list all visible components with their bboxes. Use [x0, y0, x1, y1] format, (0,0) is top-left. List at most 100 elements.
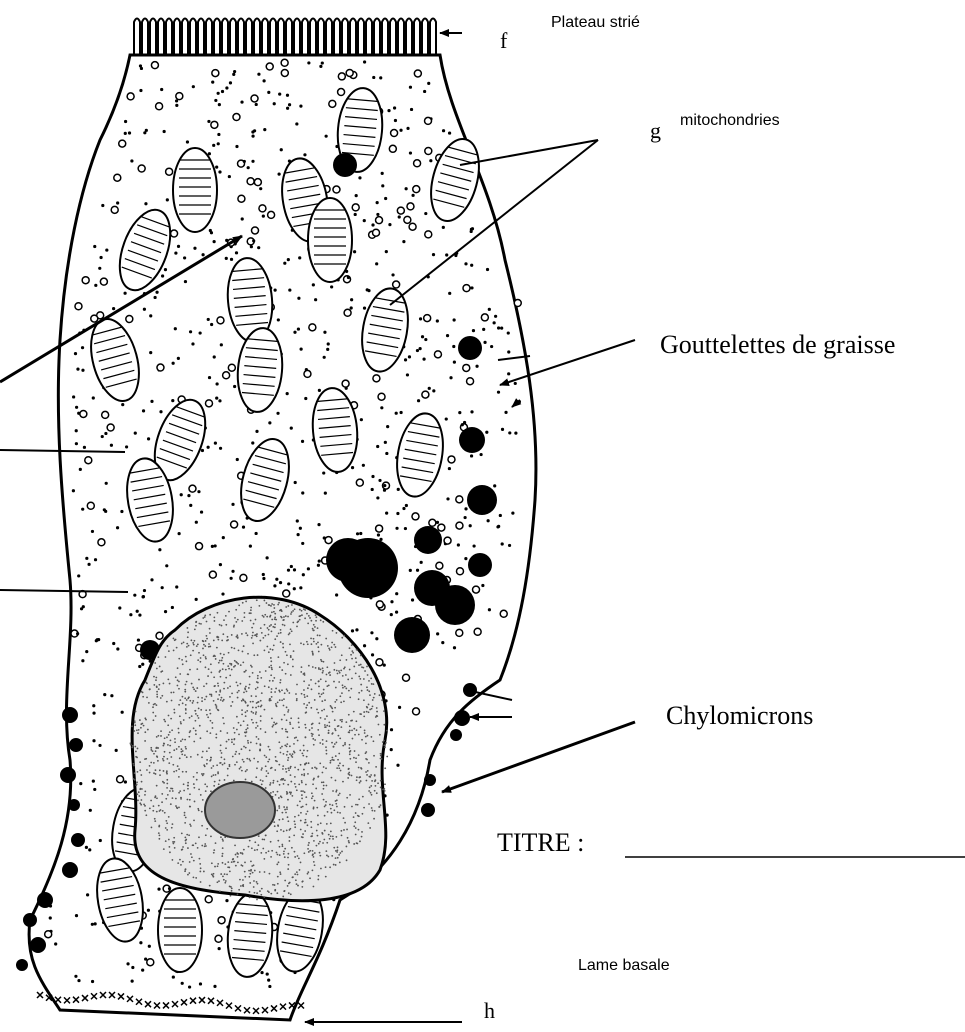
chromatin-dot — [282, 765, 284, 767]
chromatin-dot — [227, 861, 229, 863]
vesicle — [356, 479, 363, 486]
chromatin-dot — [218, 662, 220, 664]
granule — [391, 273, 394, 276]
chromatin-dot — [205, 656, 207, 658]
granule — [251, 130, 254, 133]
chromatin-dot — [339, 695, 341, 697]
chromatin-dot — [181, 849, 183, 851]
chromatin-dot — [230, 705, 232, 707]
chromatin-dot — [242, 651, 244, 653]
chromatin-dot — [328, 730, 330, 732]
chromatin-dot — [290, 781, 292, 783]
chromatin-dot — [325, 866, 327, 868]
chromatin-dot — [237, 685, 239, 687]
chromatin-dot — [368, 680, 370, 682]
chromatin-dot — [289, 840, 291, 842]
chromatin-dot — [187, 788, 189, 790]
vesicle — [413, 708, 420, 715]
granule — [288, 103, 291, 106]
granule — [363, 644, 366, 647]
microvillus — [150, 19, 156, 58]
granule — [390, 613, 393, 616]
chromatin-dot — [303, 689, 305, 691]
chromatin-dot — [371, 794, 373, 796]
chromatin-dot — [282, 643, 284, 645]
granule — [110, 444, 113, 447]
chromatin-dot — [302, 755, 304, 757]
chromatin-dot — [234, 753, 236, 755]
chromatin-dot — [355, 761, 357, 763]
chromatin-dot — [318, 693, 320, 695]
chromatin-dot — [155, 677, 157, 679]
chromatin-dot — [243, 616, 245, 618]
chromatin-dot — [337, 849, 339, 851]
chromatin-dot — [257, 883, 259, 885]
granule — [174, 252, 177, 255]
chromatin-dot — [373, 818, 375, 820]
granule — [118, 606, 121, 609]
chromatin-dot — [205, 790, 207, 792]
chromatin-dot — [330, 808, 332, 810]
granule — [92, 711, 95, 714]
chromatin-dot — [193, 819, 195, 821]
chromatin-dot — [134, 722, 136, 724]
chromatin-dot — [202, 648, 204, 650]
chromatin-dot — [246, 758, 248, 760]
chromatin-dot — [227, 639, 229, 641]
chromatin-dot — [214, 781, 216, 783]
granule — [87, 563, 90, 566]
chromatin-dot — [338, 765, 340, 767]
chromatin-dot — [366, 774, 368, 776]
chromatin-dot — [224, 873, 226, 875]
chromatin-dot — [137, 732, 139, 734]
chromatin-dot — [382, 741, 384, 743]
chromatin-dot — [184, 691, 186, 693]
chromatin-dot — [249, 840, 251, 842]
granule — [376, 213, 379, 216]
chromatin-dot — [273, 644, 275, 646]
chromatin-dot — [169, 683, 171, 685]
microvillus — [270, 19, 276, 58]
vesicle — [391, 130, 398, 137]
granule — [116, 526, 119, 529]
chromatin-dot — [206, 638, 208, 640]
vesicle — [429, 519, 436, 526]
granule — [493, 484, 496, 487]
chromatin-dot — [316, 830, 318, 832]
chromatin-dot — [256, 736, 258, 738]
chromatin-dot — [133, 778, 135, 780]
chromatin-dot — [222, 717, 224, 719]
chromatin-dot — [195, 690, 197, 692]
chromatin-dot — [278, 861, 280, 863]
chromatin-dot — [163, 760, 165, 762]
chromatin-dot — [274, 884, 276, 886]
chromatin-dot — [174, 741, 176, 743]
granule — [325, 135, 328, 138]
chromatin-dot — [299, 869, 301, 871]
granule — [213, 355, 216, 358]
chromatin-dot — [381, 699, 383, 701]
microvillus — [254, 19, 260, 58]
vesicle — [205, 400, 212, 407]
chromatin-dot — [240, 664, 242, 666]
chromatin-dot — [273, 607, 275, 609]
chromatin-dot — [292, 610, 294, 612]
chromatin-dot — [271, 667, 273, 669]
chromatin-dot — [276, 892, 278, 894]
chromatin-dot — [350, 688, 352, 690]
granule — [121, 711, 124, 714]
chromatin-dot — [158, 688, 160, 690]
granule — [273, 102, 276, 105]
granule — [144, 202, 147, 205]
chylomicron — [16, 959, 28, 971]
chromatin-dot — [182, 846, 184, 848]
chromatin-dot — [365, 736, 367, 738]
chromatin-dot — [344, 686, 346, 688]
chromatin-dot — [324, 815, 326, 817]
chromatin-dot — [274, 691, 276, 693]
chromatin-dot — [292, 876, 294, 878]
granule — [218, 103, 221, 106]
chromatin-dot — [346, 846, 348, 848]
chromatin-dot — [336, 742, 338, 744]
microvillus — [422, 19, 428, 58]
